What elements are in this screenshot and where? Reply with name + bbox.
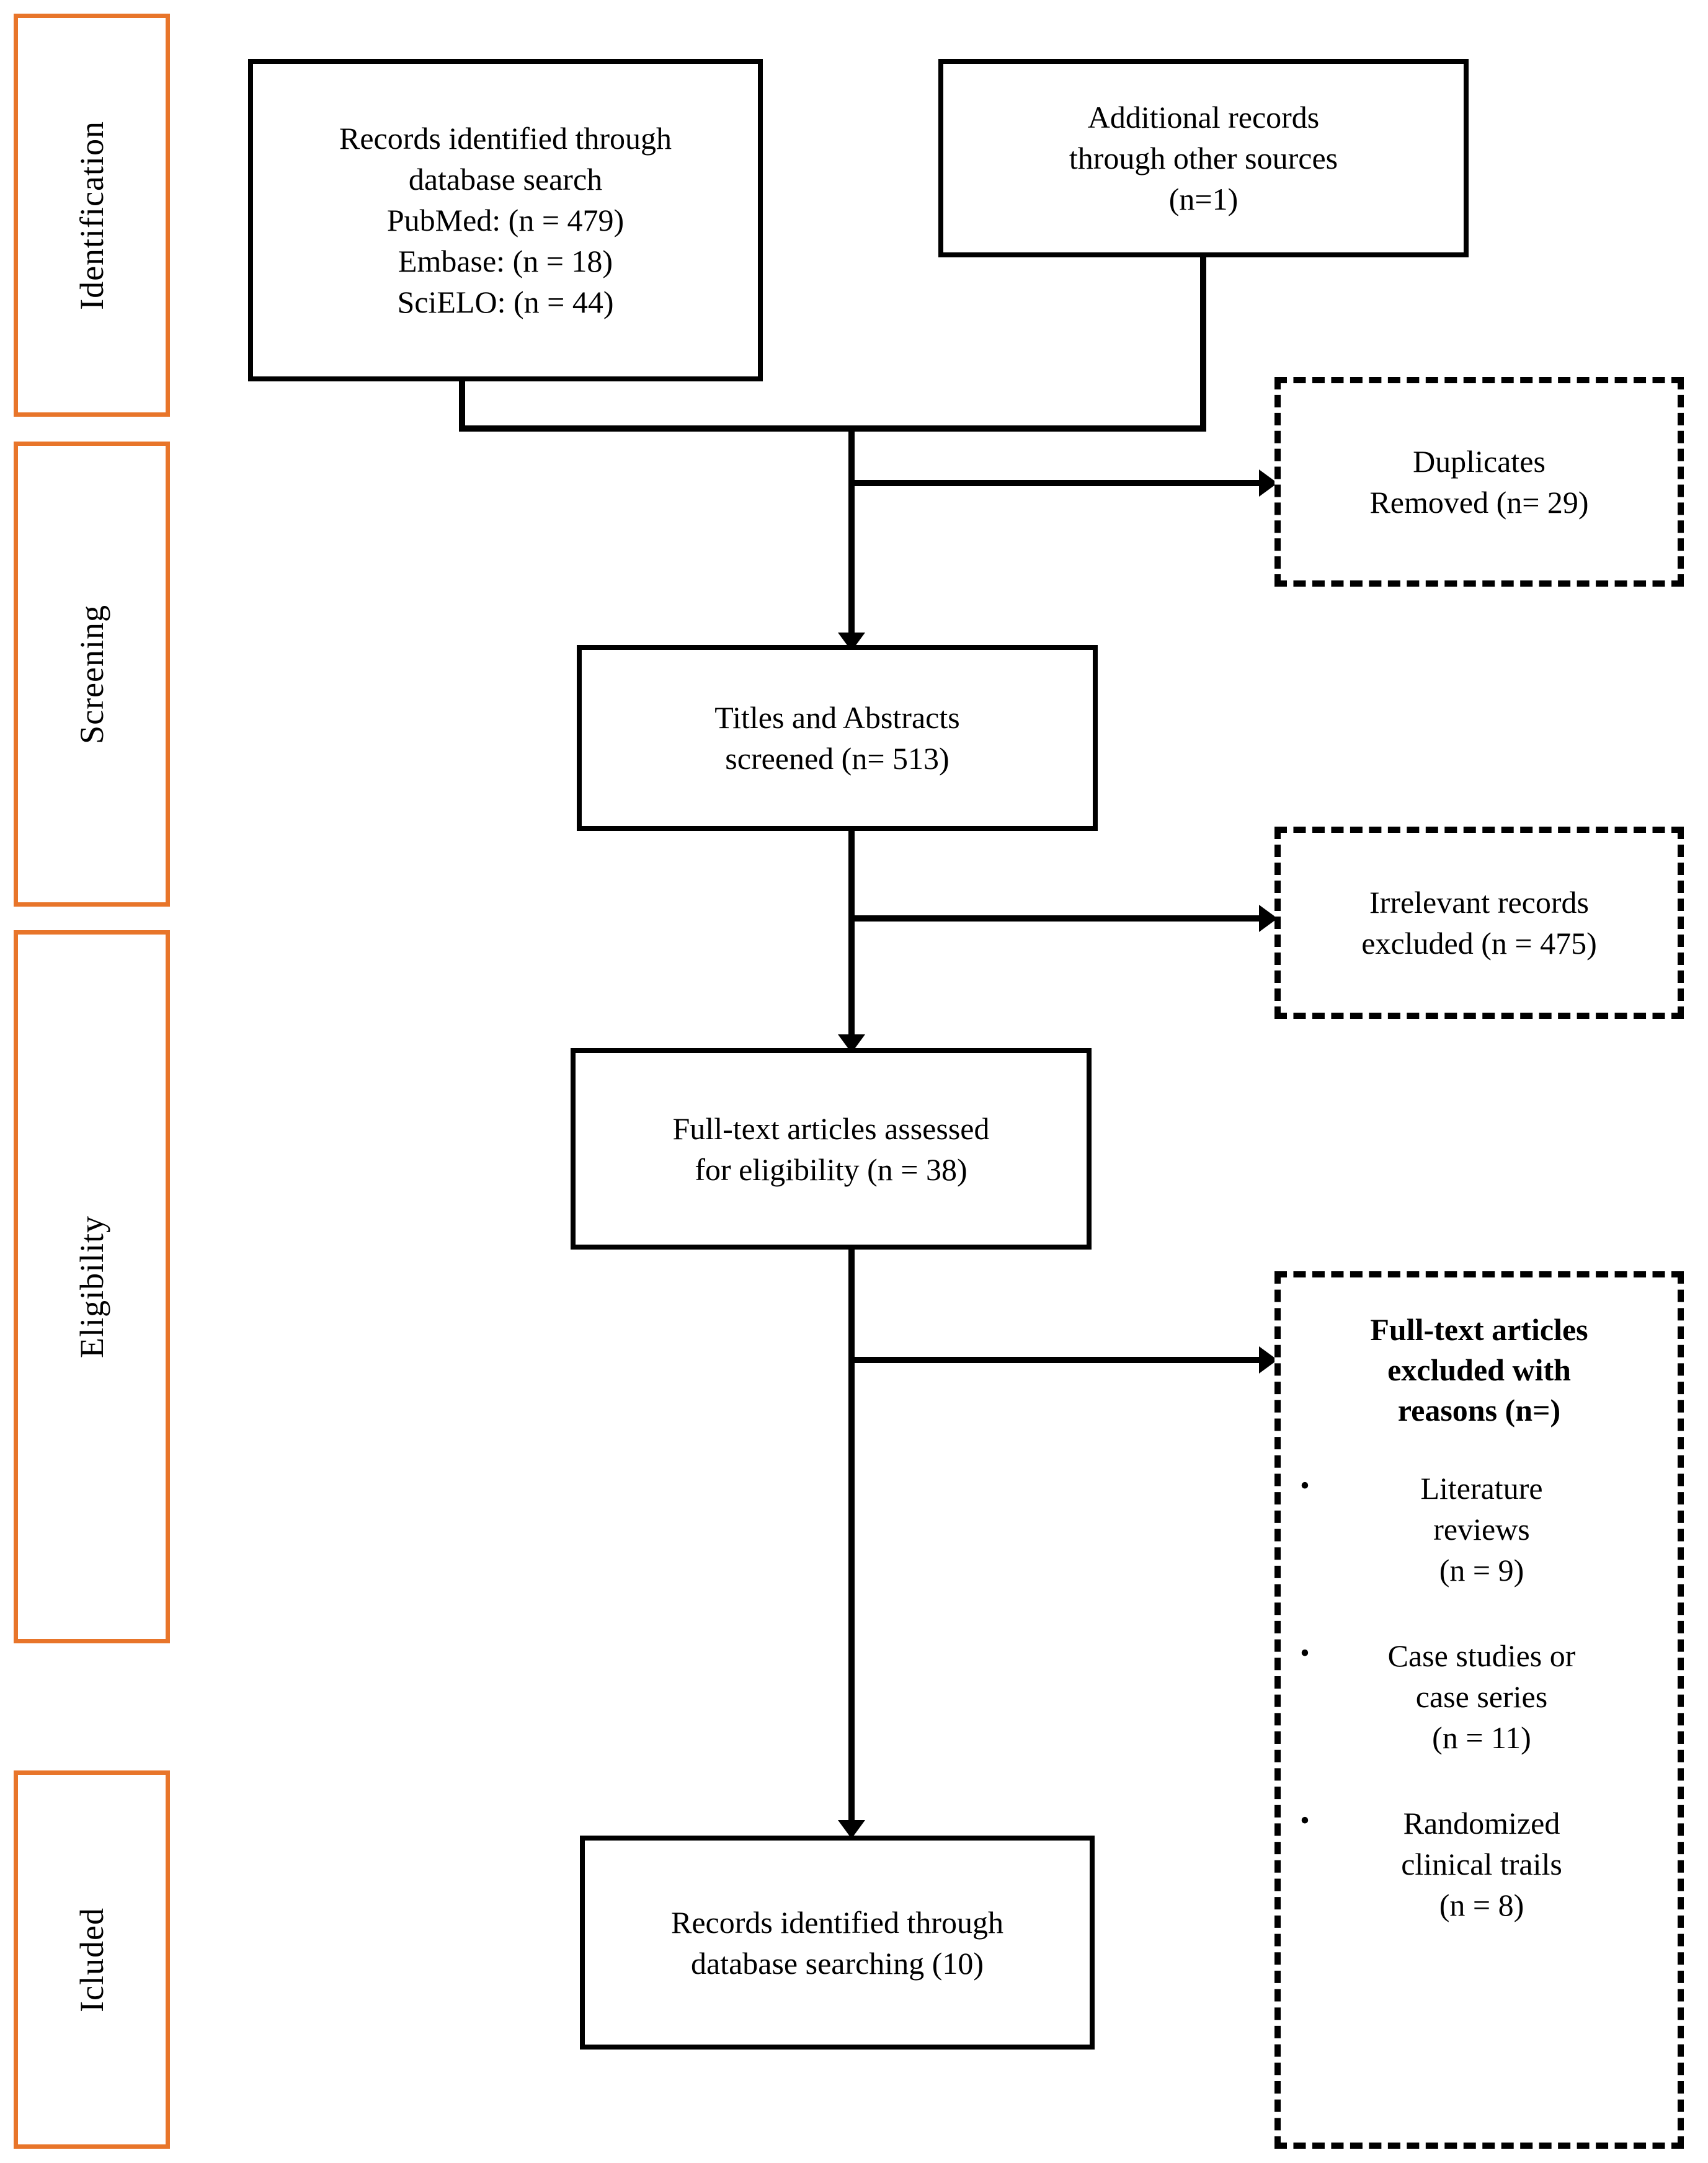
connector-trunk-to-screening xyxy=(848,425,855,642)
box-irrelevant-excluded-line-1: Irrelevant records xyxy=(1369,885,1589,920)
bullet-icon: • xyxy=(1300,1470,1310,1501)
box-included-records-line-2: database searching (10) xyxy=(691,1945,984,1981)
exclusion-reason-2-line-2: case series xyxy=(1415,1679,1548,1714)
box-full-text-excluded-title-line-2: excluded with xyxy=(1387,1352,1571,1387)
exclusion-reason-1-line-2: reviews xyxy=(1433,1512,1530,1547)
box-additional-records: Additional records through other sources… xyxy=(938,59,1469,257)
exclusion-reason-3-line-2: clinical trails xyxy=(1401,1847,1562,1881)
exclusion-reason-1-line-3: (n = 9) xyxy=(1439,1553,1524,1588)
exclusion-reason-2-line-1: Case studies or xyxy=(1387,1638,1576,1673)
exclusion-reason-3-line-1: Randomized xyxy=(1403,1806,1560,1841)
box-titles-abstracts-line-2: screened (n= 513) xyxy=(725,741,950,776)
stage-label-eligibility-text: Eligibility xyxy=(73,1215,110,1358)
box-full-text-assessed-line-2: for eligibility (n = 38) xyxy=(695,1152,967,1187)
stage-label-screening: Screening xyxy=(14,442,170,907)
box-duplicates-removed: Duplicates Removed (n= 29) xyxy=(1274,377,1684,587)
box-irrelevant-excluded: Irrelevant records excluded (n = 475) xyxy=(1274,827,1684,1019)
box-records-identified: Records identified through database sear… xyxy=(248,59,763,381)
box-full-text-assessed: Full-text articles assessed for eligibil… xyxy=(571,1048,1092,1250)
exclusion-reason-text: Literature reviews (n = 9) xyxy=(1318,1468,1666,1591)
connector-eligibility-to-included xyxy=(848,1250,855,1832)
stage-label-included: Icluded xyxy=(14,1770,170,2149)
connector-full-text-excluded-horizontal xyxy=(848,1357,1270,1363)
box-additional-records-line-2: through other sources xyxy=(1069,141,1338,175)
box-full-text-excluded-title-line-1: Full-text articles xyxy=(1370,1312,1588,1347)
box-records-identified-line-3: PubMed: (n = 479) xyxy=(386,203,625,238)
box-records-identified-line-4: Embase: (n = 18) xyxy=(398,244,613,278)
box-full-text-excluded-title-line-3: reasons (n=) xyxy=(1397,1393,1561,1428)
box-additional-records-line-3: (n=1) xyxy=(1168,182,1239,216)
box-duplicates-removed-line-2: Removed (n= 29) xyxy=(1369,485,1589,520)
box-records-identified-line-5: SciELO: (n = 44) xyxy=(397,285,614,319)
box-records-identified-line-2: database search xyxy=(408,162,603,197)
connector-additional-records-down xyxy=(1200,257,1206,431)
bullet-icon: • xyxy=(1300,1638,1310,1668)
box-records-identified-line-1: Records identified through xyxy=(339,121,672,156)
exclusion-reason-2-line-3: (n = 11) xyxy=(1432,1720,1531,1755)
stage-label-identification: Identification xyxy=(14,14,170,417)
stage-label-screening-text: Screening xyxy=(73,604,110,744)
exclusion-reason-item: • Literature reviews (n = 9) xyxy=(1292,1468,1666,1591)
box-full-text-excluded-title: Full-text articles excluded with reasons… xyxy=(1292,1310,1666,1431)
connector-duplicates-horizontal xyxy=(848,480,1270,486)
exclusion-reason-item: • Case studies or case series (n = 11) xyxy=(1292,1635,1666,1758)
exclusion-reason-text: Randomized clinical trails (n = 8) xyxy=(1318,1803,1666,1925)
stage-label-eligibility: Eligibility xyxy=(14,930,170,1643)
stage-label-identification-text: Identification xyxy=(73,120,110,310)
box-full-text-excluded: Full-text articles excluded with reasons… xyxy=(1274,1271,1684,2149)
box-additional-records-line-1: Additional records xyxy=(1087,100,1320,135)
box-included-records: Records identified through database sear… xyxy=(580,1836,1095,2050)
exclusion-reasons-list: • Literature reviews (n = 9) • Case stud… xyxy=(1292,1468,1666,1925)
bullet-icon: • xyxy=(1300,1805,1310,1836)
box-included-records-line-1: Records identified through xyxy=(671,1904,1003,1940)
connector-screening-to-eligibility xyxy=(848,831,855,1045)
connector-irrelevant-horizontal xyxy=(848,915,1270,922)
exclusion-reason-item: • Randomized clinical trails (n = 8) xyxy=(1292,1803,1666,1925)
connector-merge-horizontal xyxy=(459,425,1206,432)
stage-label-included-text: Icluded xyxy=(73,1907,110,2012)
box-irrelevant-excluded-line-2: excluded (n = 475) xyxy=(1361,926,1597,961)
box-titles-abstracts-screened: Titles and Abstracts screened (n= 513) xyxy=(577,645,1098,831)
exclusion-reason-1-line-1: Literature xyxy=(1420,1471,1543,1506)
box-titles-abstracts-line-1: Titles and Abstracts xyxy=(714,700,960,735)
box-duplicates-removed-line-1: Duplicates xyxy=(1413,444,1546,479)
exclusion-reason-text: Case studies or case series (n = 11) xyxy=(1318,1635,1666,1758)
connector-records-identified-down xyxy=(459,381,465,431)
exclusion-reason-3-line-3: (n = 8) xyxy=(1439,1888,1524,1922)
box-full-text-assessed-line-1: Full-text articles assessed xyxy=(672,1111,990,1146)
